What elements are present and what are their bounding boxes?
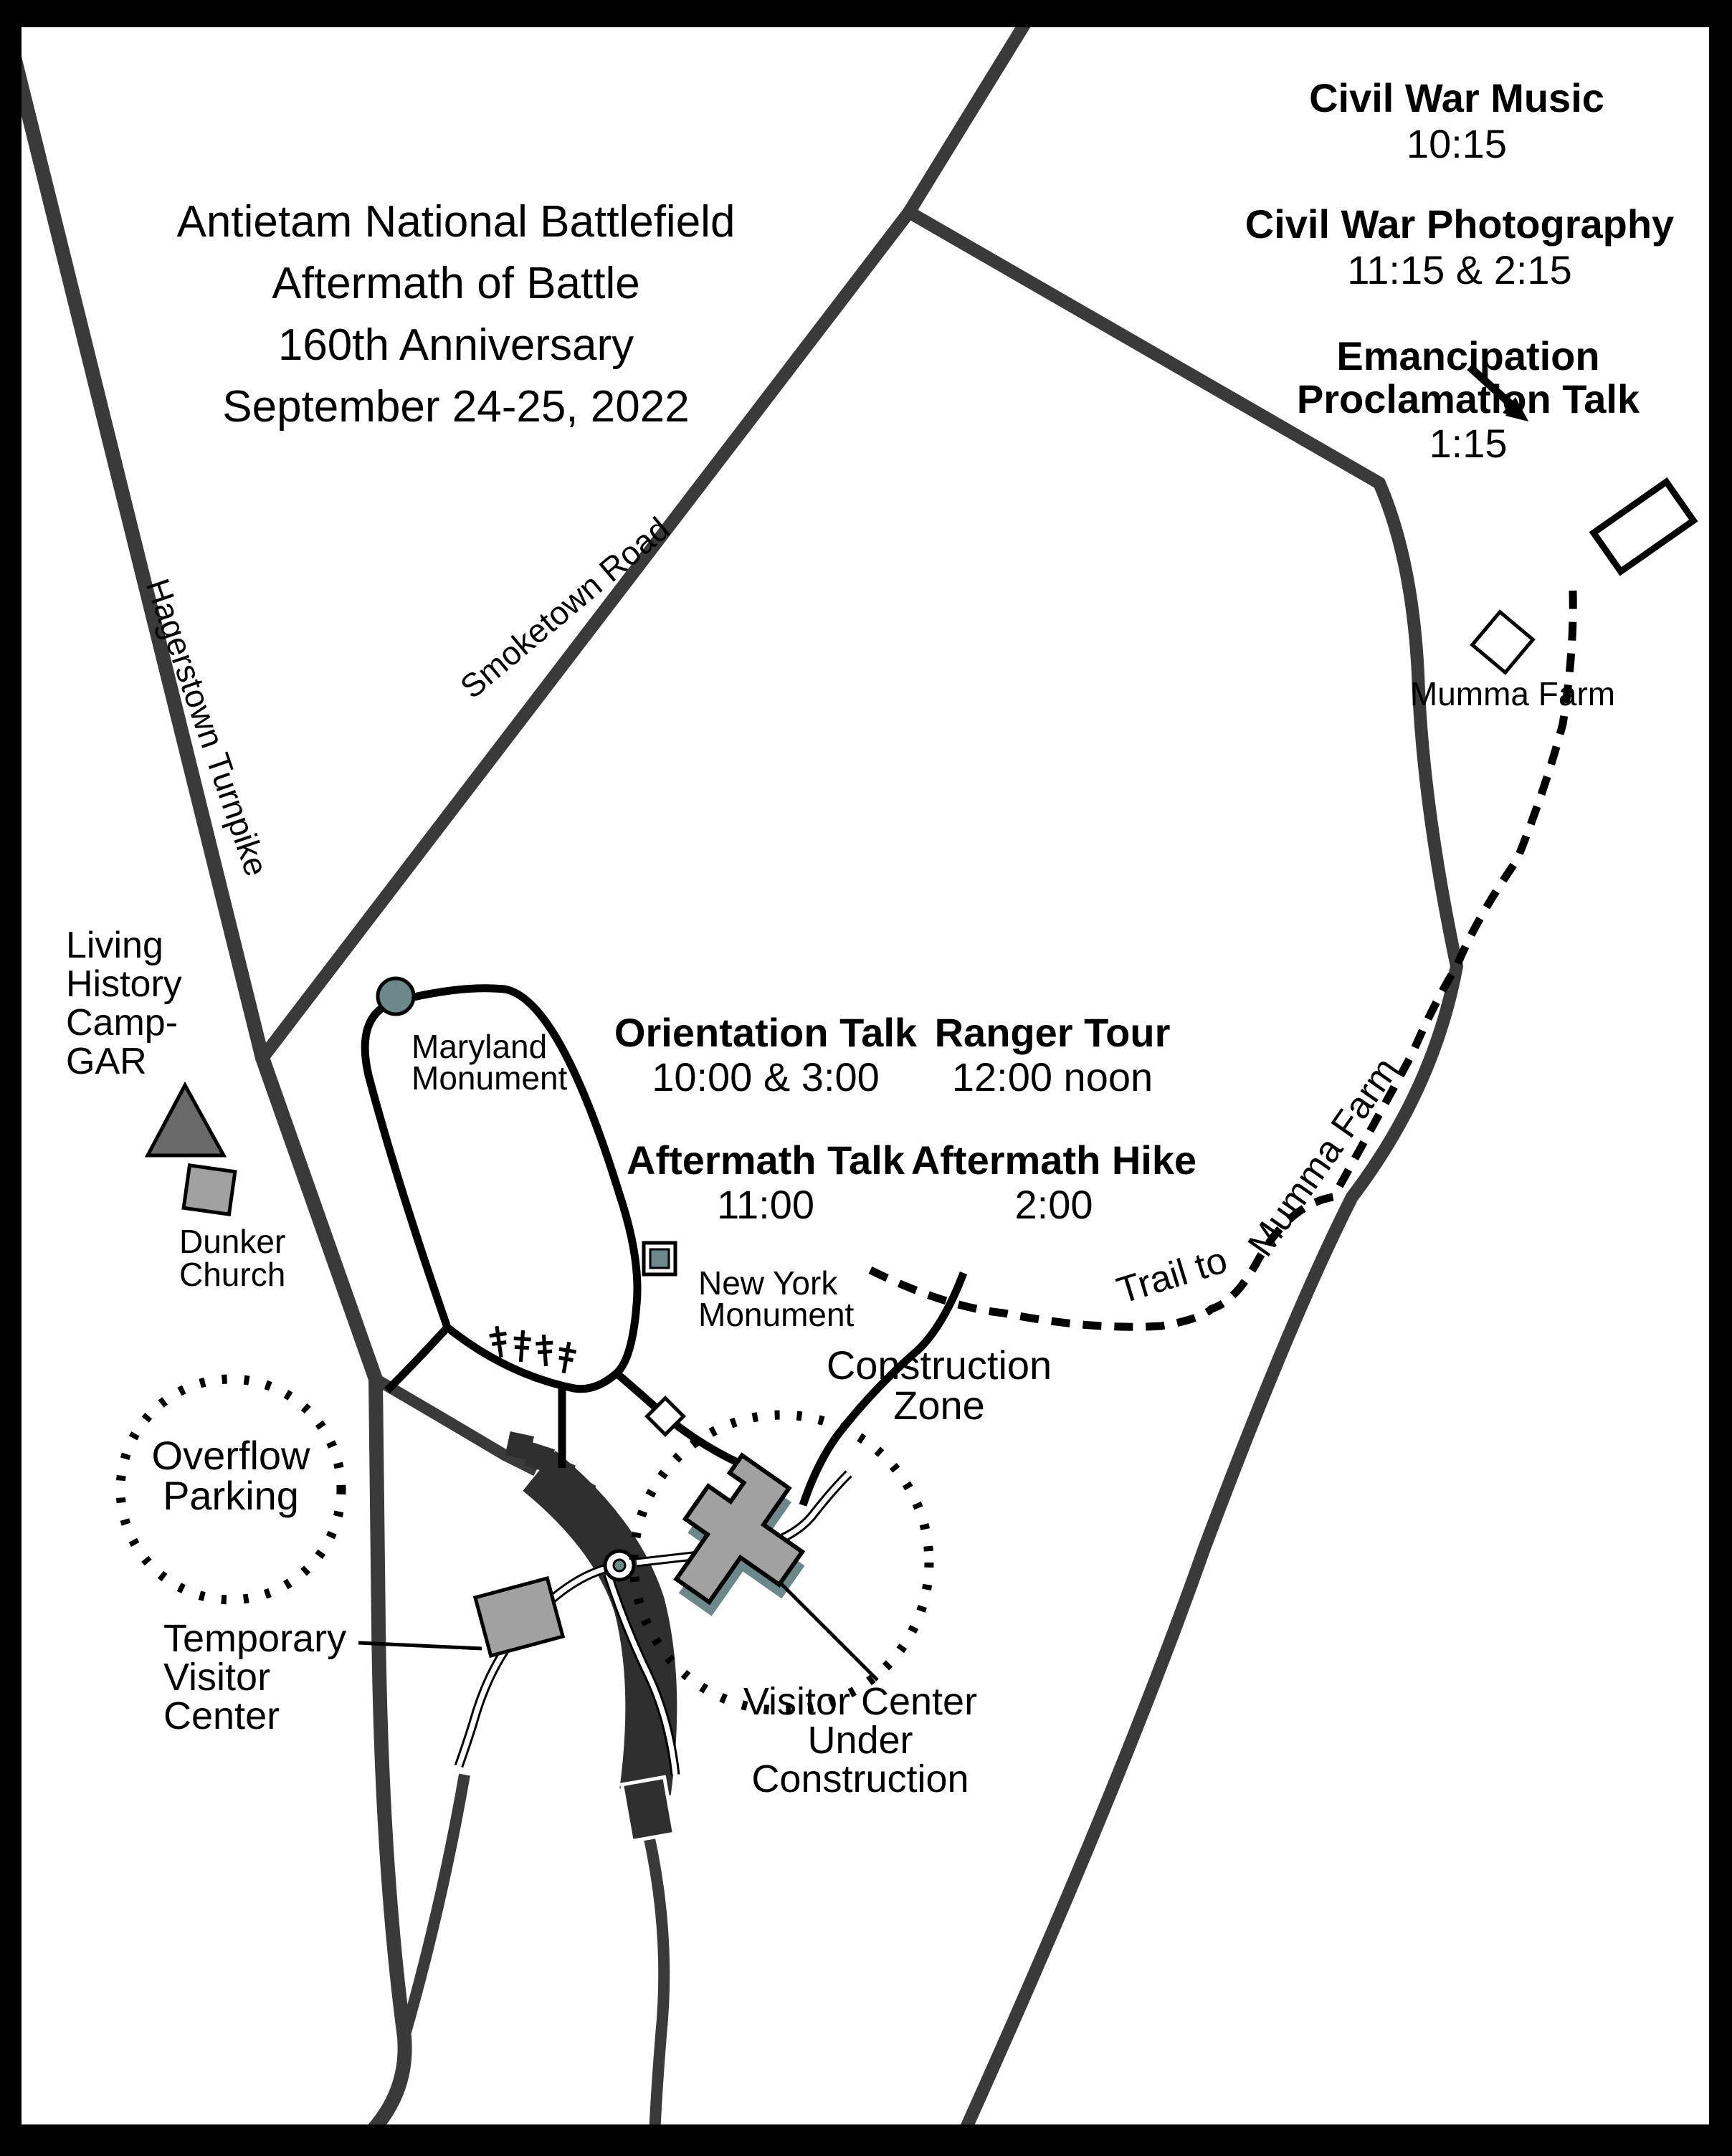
overflow-parking-label: Overflow Parking: [152, 1433, 310, 1518]
orientation-talk-label: Orientation Talk: [614, 1010, 918, 1055]
hagerstown-turnpike-road: [7, 55, 412, 2156]
overflow-parking-circle: [115, 1374, 346, 1605]
living-history-line4: GAR: [66, 1041, 147, 1082]
mumma-farm-building: [1470, 609, 1536, 675]
temporary-visitor-center-leader: [358, 1641, 482, 1651]
mumma-farm-label: Mumma Farm: [1410, 675, 1615, 712]
visitor-center-building: [673, 1452, 806, 1616]
construction-stub-exit-road: [642, 1831, 670, 2156]
new-york-monument-line1: New York: [698, 1264, 838, 1302]
aftermath-hike-label: Aftermath Hike: [911, 1137, 1196, 1183]
vc-under-construction-line1: Visitor Center: [743, 1680, 977, 1723]
trail-to-label: Trail to: [1112, 1239, 1232, 1312]
cemetery-markers-icon: [489, 1325, 577, 1374]
overflow-parking-line2: Parking: [163, 1473, 299, 1518]
temporary-vc-line3: Center: [163, 1694, 280, 1737]
old-road-merge-segment: [399, 1773, 470, 2039]
temporary-visitor-center-label: Temporary Visitor Center: [163, 1617, 346, 1737]
title-line-1: Antietam National Battlefield: [177, 197, 736, 247]
visitor-center-leader: [780, 1583, 879, 1682]
temporary-vc-line1: Temporary: [163, 1617, 346, 1660]
civil-war-music-time: 10:15: [1407, 121, 1507, 166]
maryland-monument-line2: Monument: [411, 1059, 568, 1097]
vc-under-construction-line3: Construction: [751, 1757, 969, 1800]
civil-war-music-label: Civil War Music: [1309, 75, 1604, 120]
visitor-center-under-construction-label: Visitor Center Under Construction: [743, 1680, 977, 1800]
emancipation-talk-label-line2: Proclamation Talk: [1297, 376, 1640, 421]
overflow-parking-line1: Overflow: [152, 1433, 310, 1478]
vc-under-construction-line2: Under: [807, 1719, 913, 1762]
construction-band-jagged-edge: [505, 1431, 596, 1507]
construction-zone-circle: [629, 1410, 934, 1715]
map-title: Antietam National Battlefield Aftermath …: [177, 197, 736, 431]
smoketown-road-label: Smoketown Road: [453, 510, 677, 705]
living-history-line2: History: [66, 963, 182, 1005]
turnpike-construction-branch-road: [372, 1374, 539, 1477]
closed-road-construction-band: [523, 1451, 677, 1795]
living-history-line3: Camp-: [66, 1002, 178, 1044]
maryland-monument-line1: Maryland: [411, 1028, 547, 1065]
orientation-talk-time: 10:00 & 3:00: [652, 1054, 880, 1100]
temporary-vc-line2: Visitor: [163, 1656, 270, 1699]
emancipation-arrow-icon: [1467, 363, 1528, 421]
construction-zone-line1: Construction: [827, 1342, 1052, 1388]
dunker-church-line2: Church: [179, 1256, 285, 1293]
ranger-tour-time: 12:00 noon: [952, 1054, 1153, 1100]
maryland-monument-marker: [376, 976, 416, 1016]
civil-war-photography-label: Civil War Photography: [1245, 201, 1674, 247]
aftermath-talk-label: Aftermath Talk: [627, 1137, 905, 1183]
center-schedule: Orientation Talk 10:00 & 3:00 Ranger Tou…: [614, 1010, 1196, 1227]
ranger-tour-label: Ranger Tour: [935, 1010, 1171, 1055]
right-schedule: Civil War Music 10:15 Civil War Photogra…: [1245, 75, 1674, 466]
civil-war-photography-time: 11:15 & 2:15: [1347, 247, 1571, 292]
emancipation-talk-site-rectangle: [1589, 477, 1698, 576]
title-line-2: Aftermath of Battle: [272, 259, 639, 308]
dunker-church-label: Dunker Church: [179, 1223, 285, 1293]
dunker-church-building: [181, 1163, 237, 1216]
construction-zone-line2: Zone: [893, 1383, 985, 1428]
living-history-line1: Living: [66, 925, 163, 966]
dunker-church-line1: Dunker: [179, 1223, 285, 1260]
tour-loop-road: [361, 984, 642, 1393]
emancipation-talk-time: 1:15: [1429, 421, 1508, 466]
park-diamond-marker: [644, 1396, 686, 1437]
construction-band-stub: [619, 1775, 677, 1843]
mumma-farm-trail-path: [868, 590, 1577, 1331]
roundabout: [603, 1549, 636, 1582]
emancipation-talk-label-line1: Emancipation: [1336, 333, 1599, 378]
construction-zone-label: Construction Zone: [827, 1342, 1052, 1428]
new-york-monument-line2: Monument: [698, 1296, 855, 1333]
northeast-approach-road: [799, 1272, 968, 1507]
east-park-road: [905, 206, 1464, 2156]
loop-entrance-road: [384, 1325, 451, 1393]
title-line-3: 160th Anniversary: [278, 320, 634, 370]
aftermath-talk-time: 11:00: [717, 1182, 814, 1227]
maryland-monument-label: Maryland Monument: [411, 1028, 568, 1097]
new-york-monument-label: New York Monument: [698, 1264, 855, 1333]
living-history-camp-label: Living History Camp- GAR: [66, 925, 182, 1082]
temporary-visitor-center-building: [472, 1575, 566, 1659]
aftermath-hike-time: 2:00: [1015, 1182, 1093, 1227]
new-york-monument-marker: [642, 1241, 677, 1277]
title-line-4: September 24-25, 2022: [222, 382, 689, 431]
living-history-camp-triangle-icon: [144, 1081, 227, 1158]
